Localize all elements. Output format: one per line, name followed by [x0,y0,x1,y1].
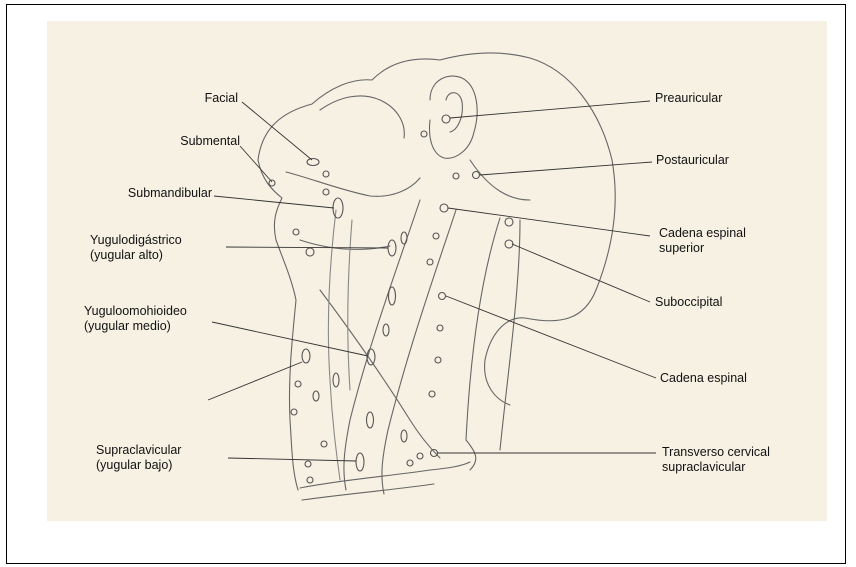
node-yugulodigastrico [388,240,396,256]
leader-submental [240,146,272,182]
label-postauricular: Postauricular [656,153,729,168]
node-supraclavicular [356,453,364,471]
node-spinal-3 [437,325,443,331]
label-cadena-espinal: Cadena espinal [660,371,747,386]
label-supraclavicular-line1: Supraclavicular [96,443,181,458]
node-transverso-3 [417,453,423,459]
leader-postauricular [480,162,652,175]
node-jm-3 [333,373,339,387]
label-transverso-cervical-line2: supraclavicular [662,460,770,475]
occipital-line [470,160,530,200]
clavicle-lower [302,484,434,500]
node-postauricular-2 [473,172,480,179]
face-profile [258,160,298,490]
label-cadena-espinal-superior-line2: superior [659,241,746,256]
node-spinal-5 [429,391,435,397]
leader-yugulodigastrico [226,247,388,248]
label-preauricular: Preauricular [655,91,722,106]
trapezius-line [466,218,500,470]
node-ear-2 [421,131,427,137]
label-supraclavicular: Supraclavicular (yugular bajo) [96,443,181,473]
node-spinal-4 [435,357,441,363]
label-yugulodigastrico: Yugulodigástrico (yugular alto) [90,233,182,263]
node-transverso-1 [431,450,438,457]
label-facial: Facial [140,91,238,106]
node-jm-5 [313,391,319,401]
label-yuguloomohioideo-line1: Yuguloomohioideo [84,304,187,319]
node-sc-2 [305,461,311,467]
node-jm-4 [295,381,301,387]
leader-cadena-espinal [446,296,656,378]
node-sc-4 [321,441,327,447]
node-facial [307,159,319,166]
neck-back [500,220,520,450]
label-yuguloomohioideo: Yuguloomohioideo (yugular medio) [84,304,187,334]
node-jugular-2 [383,324,389,336]
label-submandibular: Submandibular [84,186,212,201]
node-yd-3 [306,248,314,256]
node-yd-2 [401,232,407,244]
scm-front [344,200,420,490]
label-transverso-cervical: Transverso cervical supraclavicular [662,445,770,475]
node-transverso-2 [407,460,413,466]
node-jm-8 [401,430,407,442]
leader-extra [208,362,302,400]
node-upper-spinal-2 [433,233,439,239]
carotid [348,220,352,390]
node-spinal-2 [439,293,446,300]
node-suboccipital-2 [505,240,513,248]
node-submandibular-2 [323,189,329,195]
node-sc-3 [307,477,313,483]
label-cadena-espinal-superior: Cadena espinal superior [659,226,746,256]
clavicle [300,462,470,488]
leader-yuguloomohioideo [212,322,368,356]
label-suboccipital: Suboccipital [655,295,722,310]
label-yuguloomohioideo-line2: (yugular medio) [84,319,187,334]
label-cadena-espinal-superior-line1: Cadena espinal [659,226,746,241]
node-spinal-1 [427,259,433,265]
node-facial-2 [323,171,329,177]
label-submental: Submental [110,134,240,149]
node-submandibular [333,198,343,218]
node-yd-4 [293,229,299,235]
node-jm-2 [302,349,310,363]
node-jm-7 [367,412,374,428]
scm-back [382,210,456,494]
lymph-nodes [269,115,513,483]
leader-cadena-superior [448,208,650,236]
label-transverso-cervical-line1: Transverso cervical [662,445,770,460]
node-upper-spinal [440,204,448,212]
ear-outline [430,76,478,158]
node-postauricular-1 [453,173,459,179]
node-jm-6 [291,409,297,415]
node-preauricular [442,115,450,123]
label-yugulodigastrico-line2: (yugular alto) [90,248,182,263]
leader-preauricular [450,101,650,118]
label-yugulodigastrico-line1: Yugulodigástrico [90,233,182,248]
leader-suboccipital [512,244,650,302]
leader-submandibular [214,196,334,208]
label-supraclavicular-line2: (yugular bajo) [96,458,181,473]
node-suboccipital-1 [505,218,513,226]
jaw-line [286,172,420,196]
node-submental [269,180,275,186]
head-outline [258,53,615,405]
cheek-line [320,96,404,138]
ear-inner [446,93,462,132]
node-jugular-1 [389,287,396,305]
jugular-vein [328,210,340,480]
leader-facial [242,102,312,160]
